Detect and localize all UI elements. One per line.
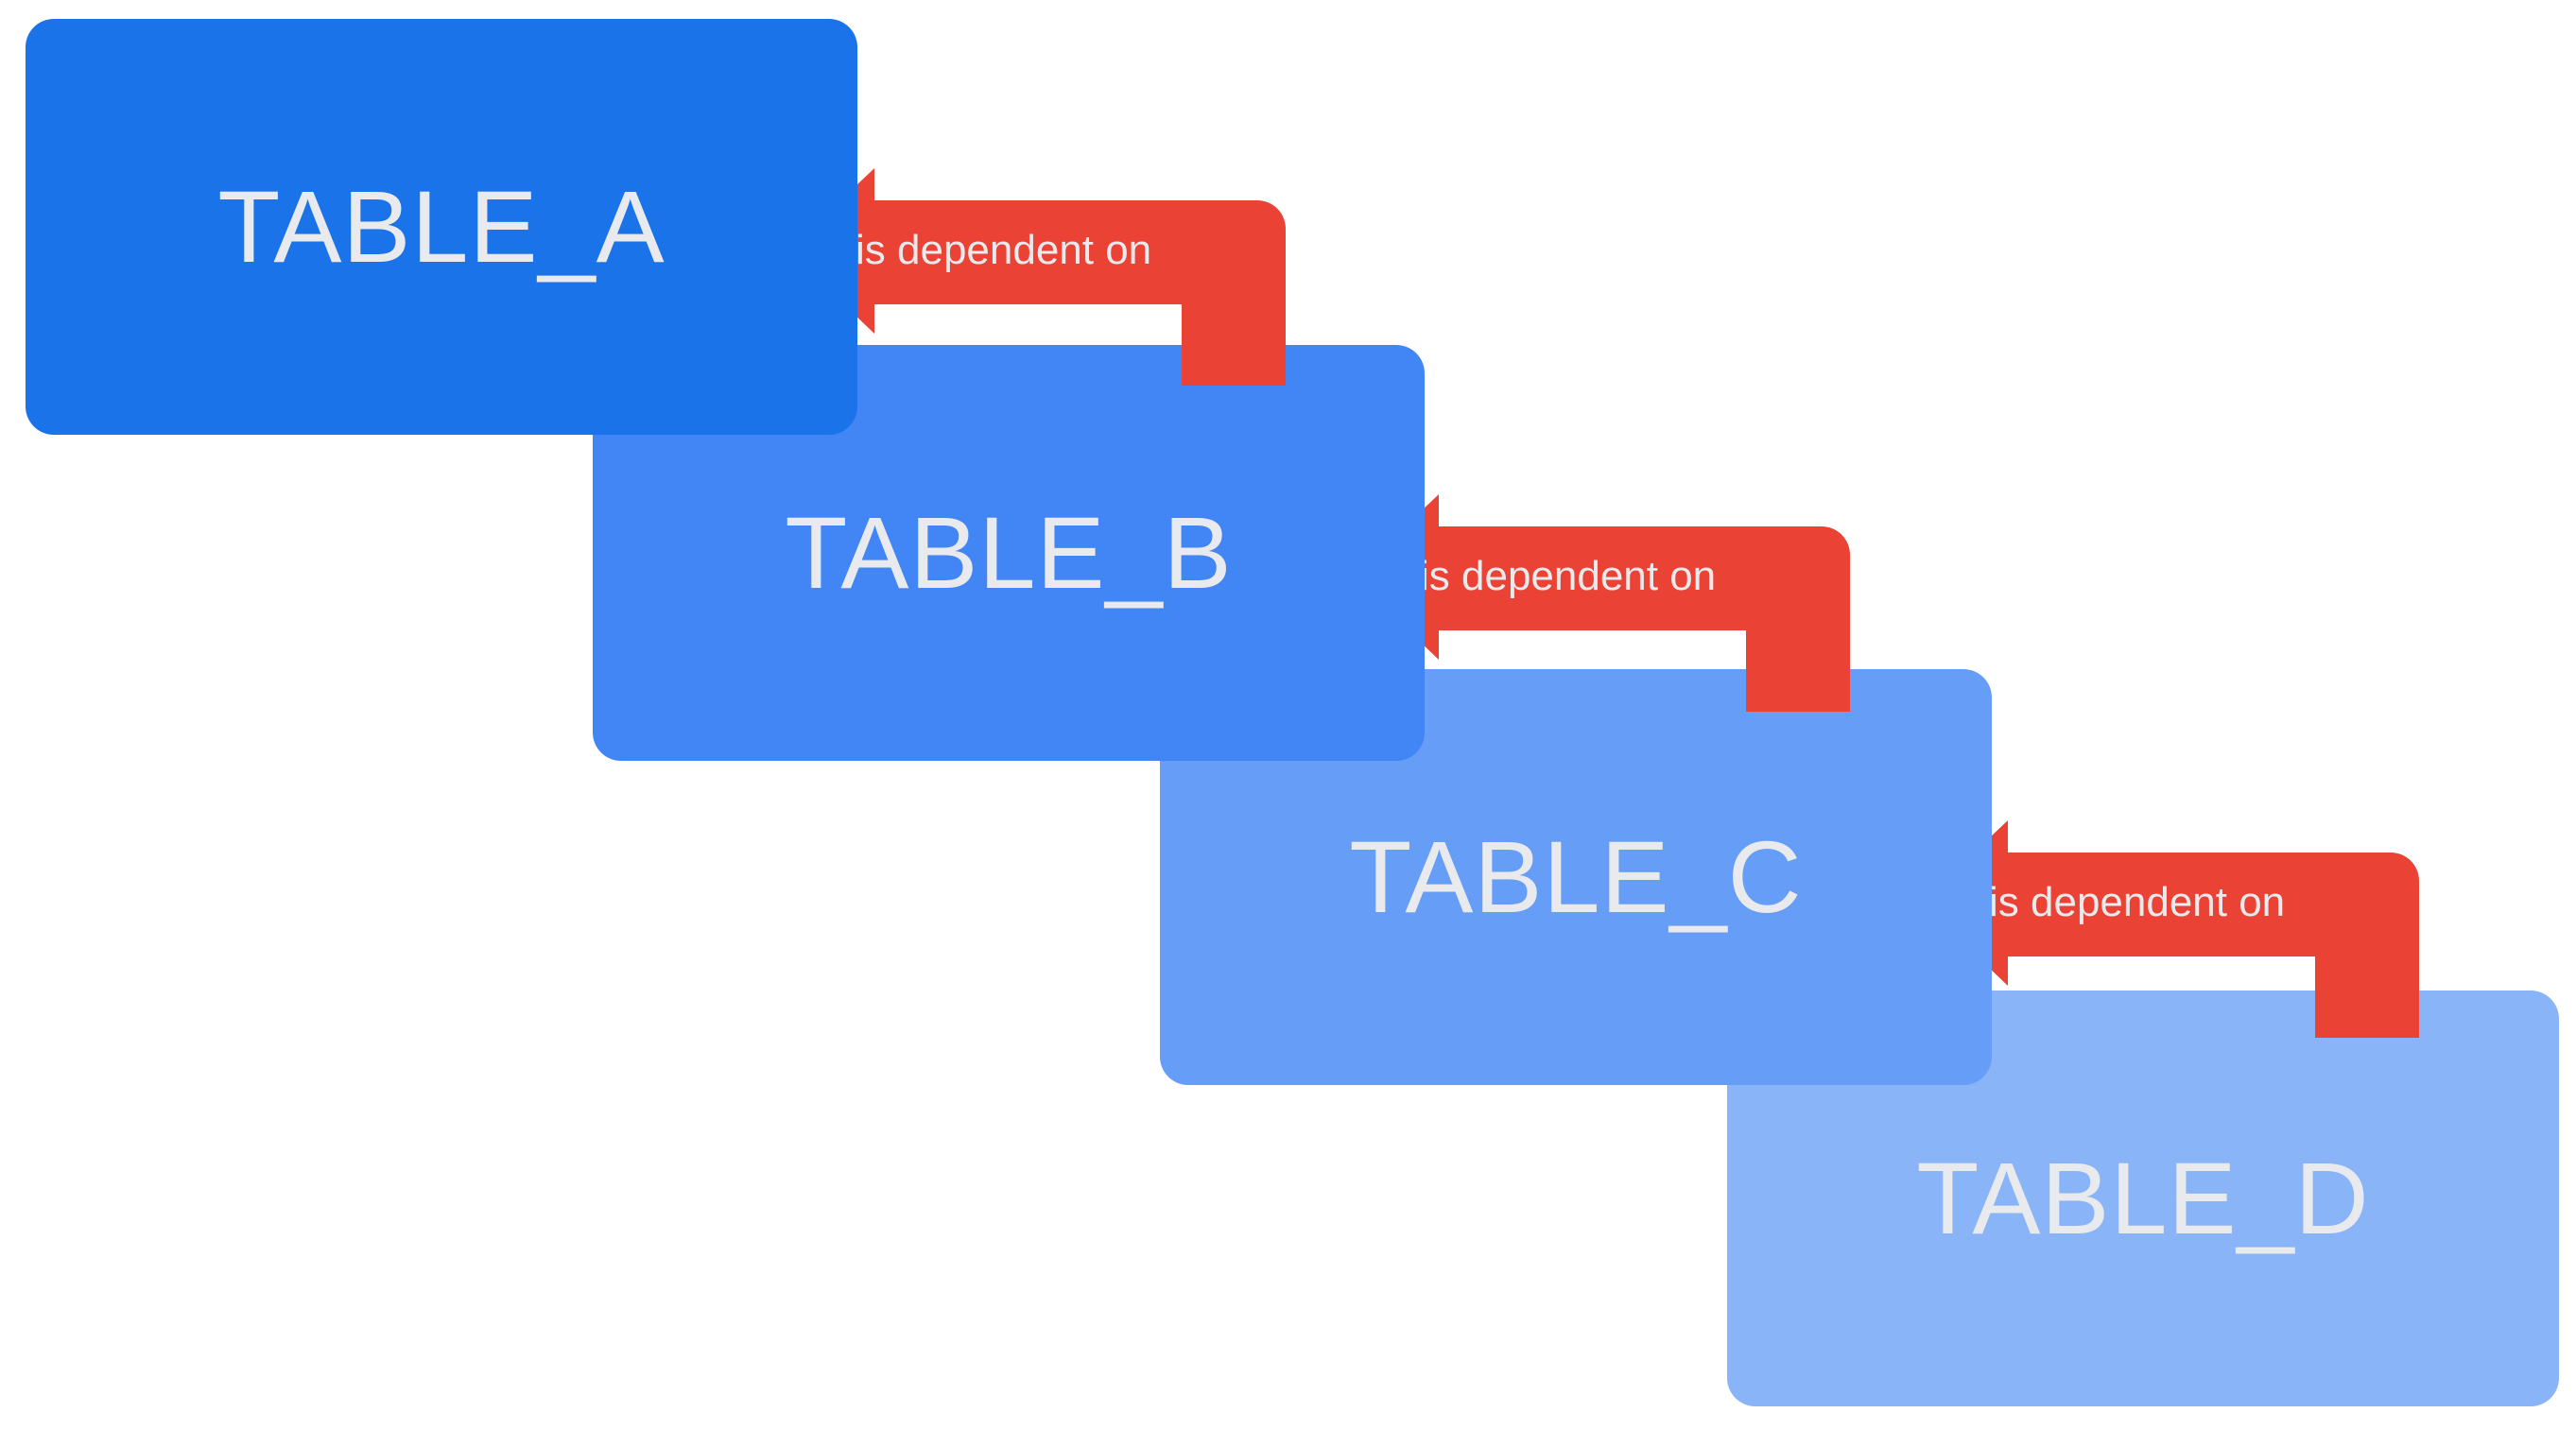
node-table-d-label: TABLE_D [1916,1141,2370,1255]
node-table-c[interactable]: TABLE_C [1160,669,1992,1085]
edge-label-table-d-depends-on-table-c: is dependent on [1989,879,2286,925]
node-table-b-label: TABLE_B [785,495,1233,610]
node-table-d[interactable]: TABLE_D [1727,991,2559,1406]
node-table-a-label: TABLE_A [217,169,666,284]
edge-label-table-c-depends-on-table-b: is dependent on [1420,553,1717,599]
edge-label-table-b-depends-on-table-a: is dependent on [856,227,1152,273]
node-table-c-label: TABLE_C [1349,819,1803,934]
node-table-a[interactable]: TABLE_A [26,19,857,435]
